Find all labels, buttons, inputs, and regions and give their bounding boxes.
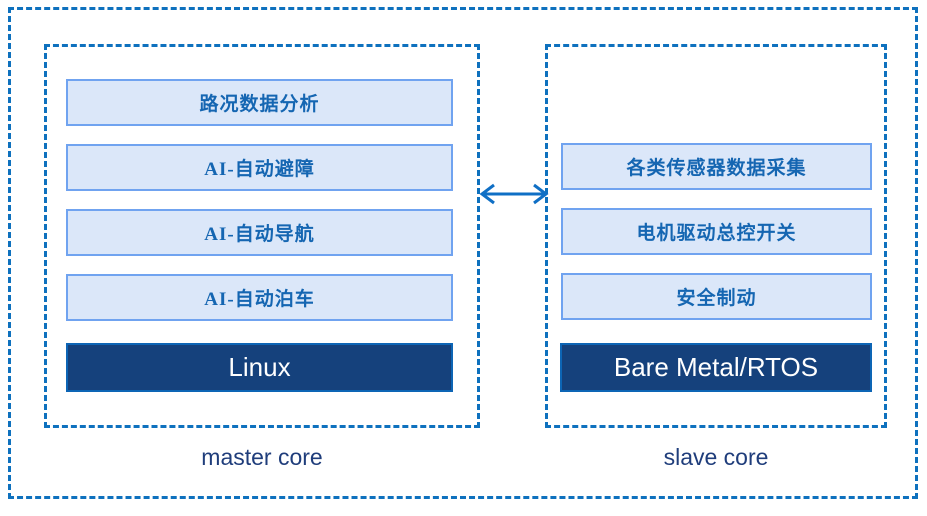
master-app-ai-navigation: AI-自动导航	[66, 209, 453, 256]
slave-core-label: slave core	[663, 444, 769, 470]
master-app-ai-auto-parking: AI-自动泊车	[66, 274, 453, 321]
app-label: 电机驱动总控开关	[636, 223, 797, 244]
slave-os-label: Bare Metal/RTOS	[613, 352, 819, 382]
master-os-box: Linux	[66, 343, 453, 392]
app-label: 各类传感器数据采集	[626, 158, 807, 179]
master-app-road-data-analysis: 路况数据分析	[66, 79, 453, 126]
slave-os-box: Bare Metal/RTOS	[560, 343, 872, 392]
double-arrow-icon	[477, 181, 551, 207]
slave-app-sensor-data-collection: 各类传感器数据采集	[561, 143, 872, 190]
master-os-label: Linux	[228, 352, 291, 382]
app-label: AI-自动导航	[204, 224, 315, 245]
master-core-label: master core	[201, 444, 323, 470]
slave-app-motor-drive-master-switch: 电机驱动总控开关	[561, 208, 872, 255]
system-boundary-box	[8, 7, 918, 499]
master-app-ai-obstacle-avoidance: AI-自动避障	[66, 144, 453, 191]
app-label: 路况数据分析	[199, 94, 320, 115]
slave-app-safety-braking: 安全制动	[561, 273, 872, 320]
app-label: 安全制动	[676, 288, 757, 309]
app-label: AI-自动避障	[204, 159, 315, 180]
app-label: AI-自动泊车	[204, 289, 315, 310]
